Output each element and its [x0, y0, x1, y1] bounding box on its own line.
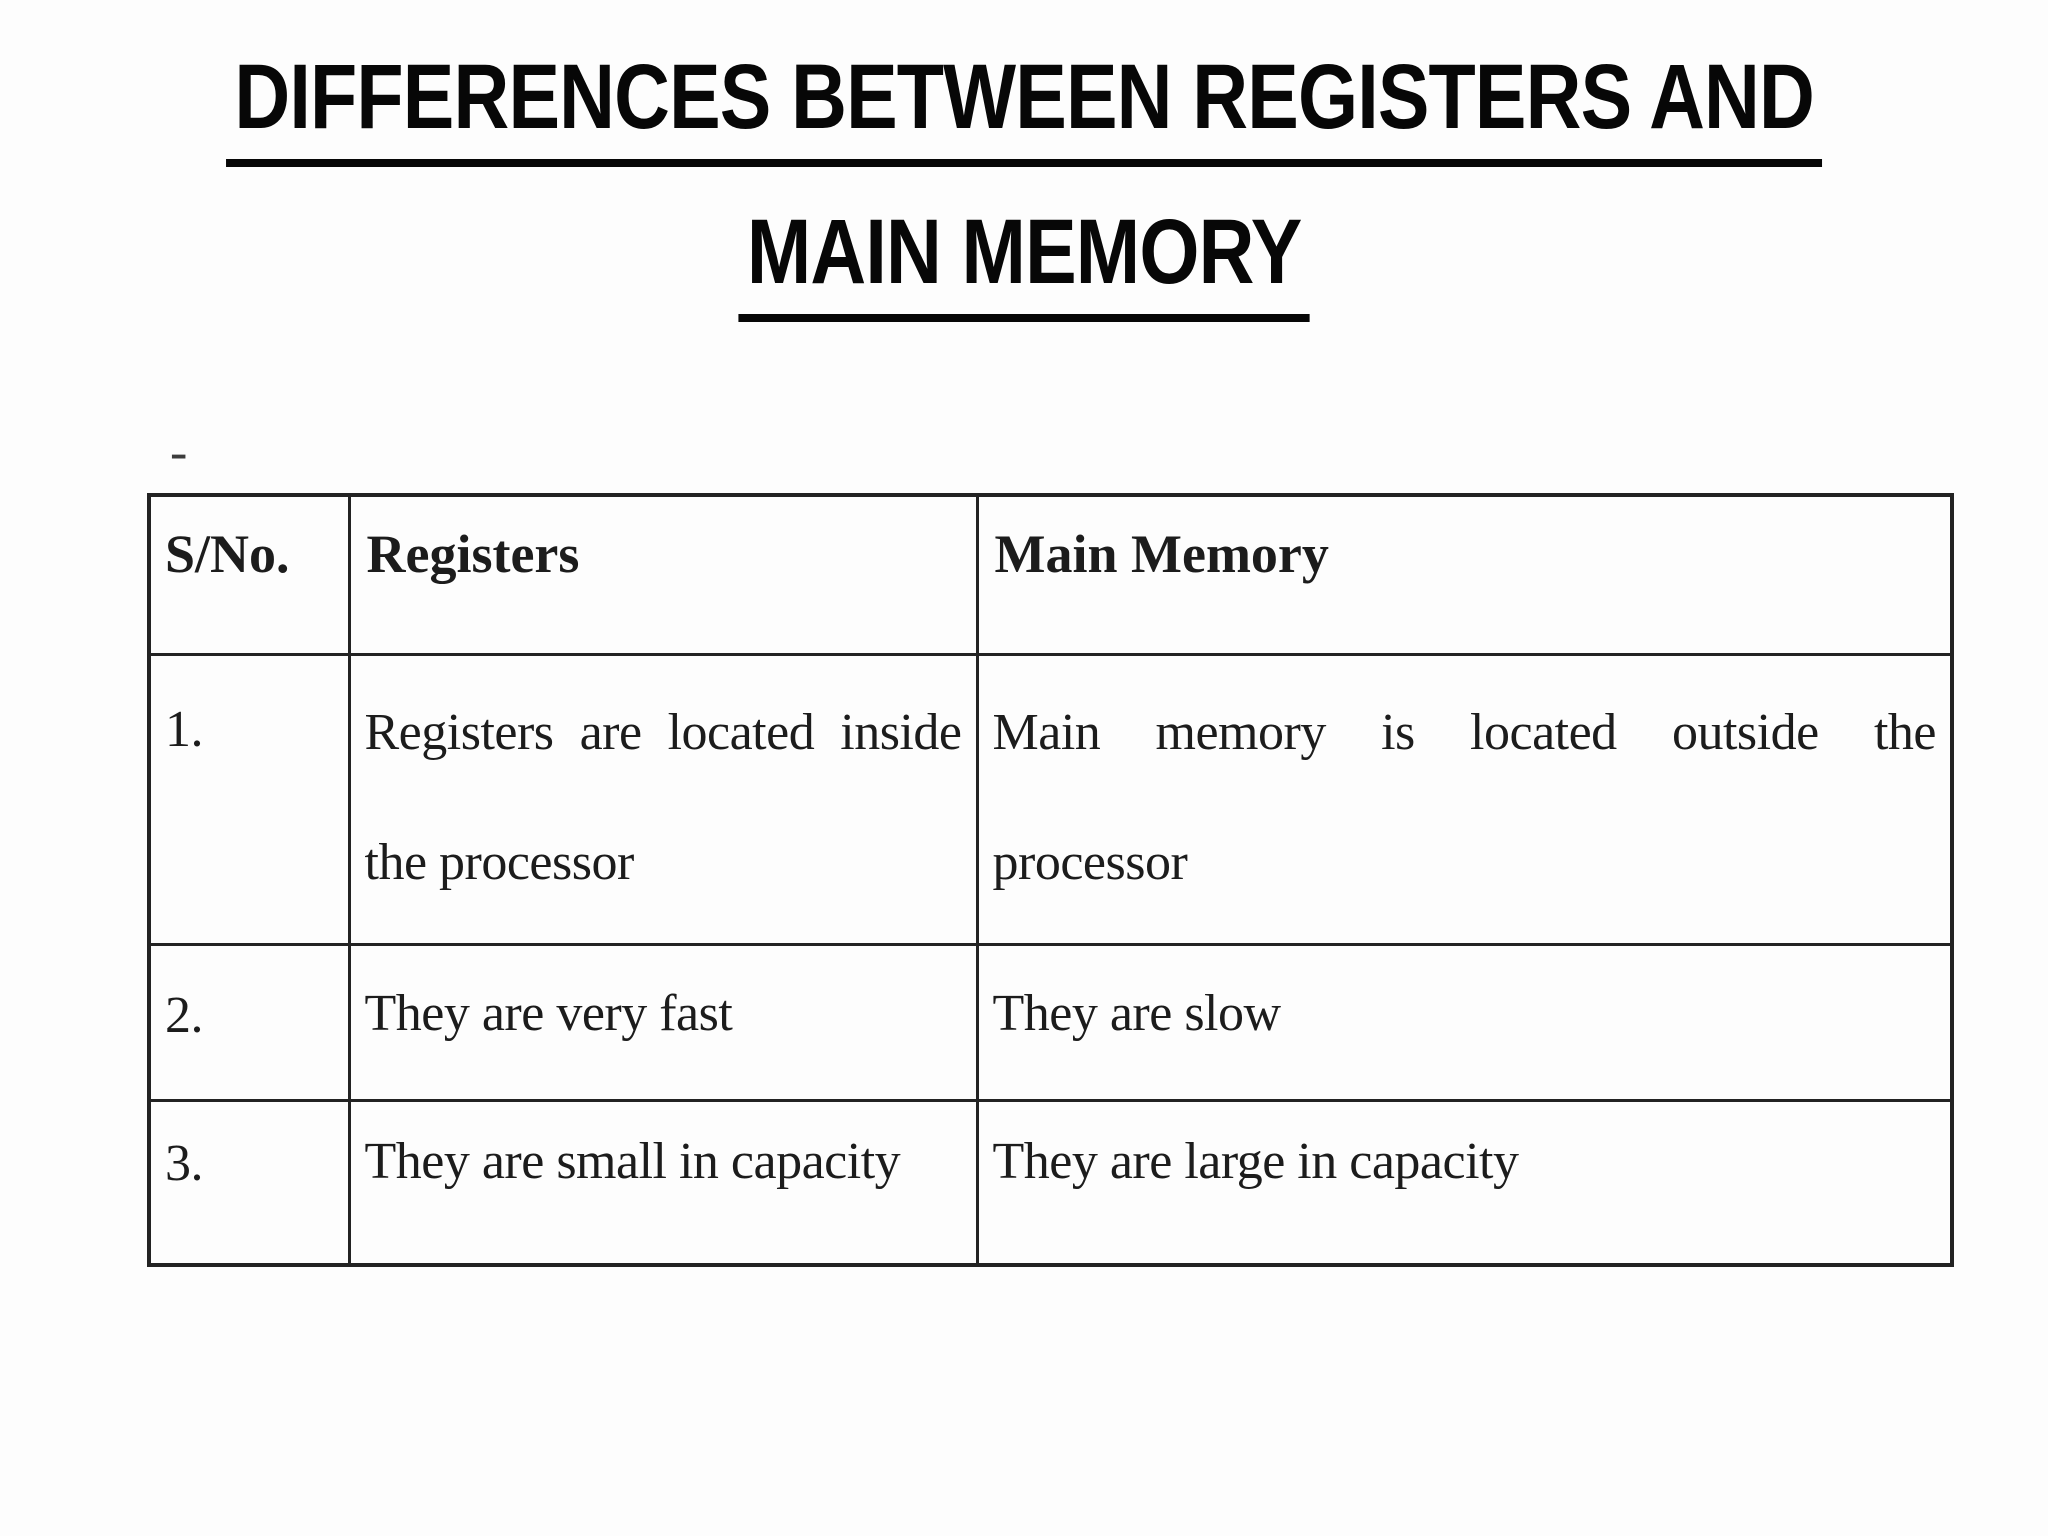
row-number-cell: 1. — [147, 652, 351, 946]
stray-dash-mark: - — [170, 424, 188, 481]
page-title-line-1: DIFFERENCES BETWEEN REGISTERS AND — [0, 46, 2048, 168]
column-header-sno: S/No. — [147, 493, 351, 656]
main-memory-cell: They are slow — [975, 942, 1954, 1102]
table-row: 2. They are very fast They are slow — [147, 942, 1954, 1102]
page-title: DIFFERENCES BETWEEN REGISTERS AND MAIN M… — [0, 46, 2048, 323]
table-row: 3. They are small in capacity They are l… — [147, 1098, 1954, 1267]
page-title-line-2: MAIN MEMORY — [0, 201, 2048, 323]
column-header-registers: Registers — [347, 493, 979, 656]
cell-text-line: processor — [992, 834, 1188, 891]
comparison-table: S/No. Registers Main Memory 1. Registers… — [147, 493, 1954, 1267]
page-title-line-1-text: DIFFERENCES BETWEEN REGISTERS AND — [225, 46, 1823, 168]
column-header-main-memory: Main Memory — [975, 493, 1954, 656]
table-header-row: S/No. Registers Main Memory — [147, 493, 1954, 656]
row-number-cell: 2. — [147, 942, 351, 1102]
page-title-line-2-text: MAIN MEMORY — [738, 201, 1310, 323]
main-memory-cell: They are large in capacity — [975, 1098, 1954, 1267]
cell-text-line: the processor — [364, 834, 635, 891]
row-number-cell: 3. — [147, 1098, 351, 1267]
registers-cell: They are very fast — [347, 942, 979, 1102]
registers-cell: They are small in capacity — [347, 1098, 979, 1267]
